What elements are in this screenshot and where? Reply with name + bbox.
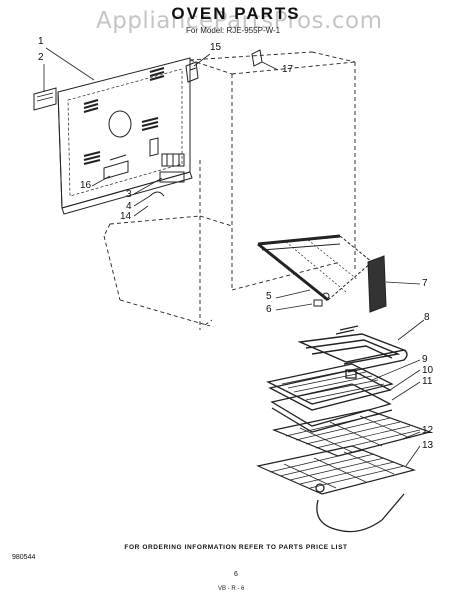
callout-9: 9 <box>422 354 428 365</box>
model-line: For Model: RJE-955P-W-1 <box>186 26 281 35</box>
callout-10: 10 <box>422 365 434 376</box>
callout-12: 12 <box>422 425 434 436</box>
upper-bracket <box>185 61 199 83</box>
back-panel <box>57 57 193 215</box>
callout-4: 4 <box>126 201 132 212</box>
callout-6: 6 <box>266 304 272 315</box>
small-panel <box>33 87 57 111</box>
callout-8: 8 <box>424 312 430 323</box>
page-code: VB - R - 6 <box>218 586 245 592</box>
callout-1: 1 <box>38 36 44 47</box>
callout-3: 3 <box>126 189 132 200</box>
ordering-notice: FOR ORDERING INFORMATION REFER TO PARTS … <box>124 544 348 551</box>
document-code: 980544 <box>12 554 36 561</box>
page-title: OVEN PARTS <box>171 4 301 23</box>
callout-15: 15 <box>210 42 222 53</box>
callout-7: 7 <box>422 278 428 289</box>
bake-element <box>257 234 387 313</box>
callout-13: 13 <box>422 440 434 451</box>
broil-element <box>297 325 408 373</box>
callout-14: 14 <box>120 211 132 222</box>
watermark: AppliancePartsPros.com <box>96 8 383 34</box>
callout-5: 5 <box>266 291 272 302</box>
callout-16: 16 <box>80 180 92 191</box>
lower-element <box>315 483 405 533</box>
callout-2: 2 <box>38 52 44 63</box>
callout-11: 11 <box>422 376 433 387</box>
oven-rack-upper <box>271 409 433 457</box>
page-number: 6 <box>234 571 238 578</box>
callout-17: 17 <box>282 64 294 75</box>
leader-lines <box>43 47 425 467</box>
oven-rack-lower <box>256 445 416 495</box>
oven-cavity-frame <box>103 51 356 330</box>
top-clip <box>251 49 263 67</box>
